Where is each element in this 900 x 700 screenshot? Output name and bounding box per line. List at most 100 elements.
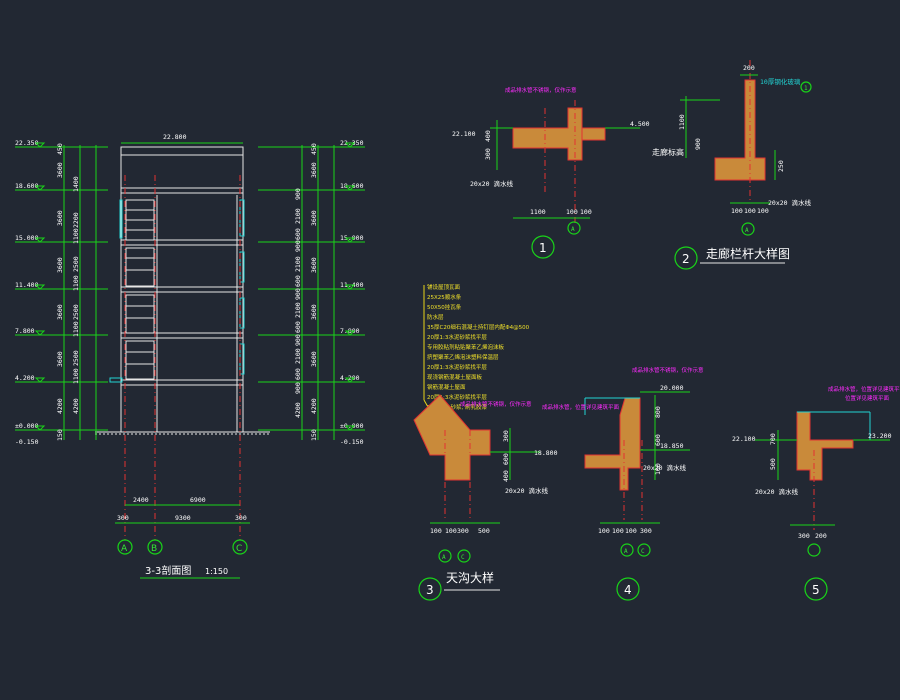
left-dim-outer-4: 3600 [56,257,64,273]
left-inner-dim-texts: 1400 2200 1100 2500 1100 2500 1100 2500 … [72,176,80,414]
window [239,297,245,329]
detail4-elev-bottom: 18.850 [660,442,684,450]
detail1-note: 成品排水管不锈钢，仅作示意 [505,86,577,94]
detail3-axis-label-c: C [461,554,465,561]
right-dim-inner-5: 2100 [294,256,302,272]
elev-marker [344,185,356,191]
left-elev-6: 4.200 [15,374,35,382]
detail3-layer-11: 钢筋混凝土屋面 [427,383,466,391]
elev-marker [344,425,356,431]
detail5-dim-v-2: 500 [769,458,777,470]
detail5-elev-right: 23.200 [868,432,892,440]
left-dim-inner-6: 2500 [72,304,80,320]
right-dim-outer-4: 3600 [310,257,318,273]
left-elev-3: 15.000 [15,234,39,242]
detail2-number: 2 [682,252,690,266]
detail3-layer-5: 35厚C20细石混凝土持钉层内配Φ4@500 [427,323,530,331]
slab-4 [120,286,244,293]
detail5-note: 成品排水管，位置详见建筑平面 [828,385,900,393]
detail4-number: 4 [624,583,632,597]
right-dim-inner-3: 600 [294,228,302,240]
elev-marker [34,284,46,290]
detail3-layer-6: 20厚1:3水泥砂浆找平层 [427,333,487,341]
right-dim-outer-7: 4200 [310,398,318,414]
detail3-layer-list: 铺设屋顶瓦面 25X25顺水条 50X50挂瓦条 防水层 35厚C20细石混凝土… [423,283,530,429]
detail2-axis-label: A [745,227,749,234]
detail4-note: 成品排水管不锈钢，仅作示意 [632,366,704,374]
section-title: 3-3剖面图 [145,564,191,577]
elev-marker [34,185,46,191]
detail2-dim-v-3: 250 [777,160,785,172]
slab-5 [120,239,244,246]
detail4-drip: 20x20 滴水线 [643,463,686,472]
left-dim-inner-8: 2500 [72,350,80,366]
elev-marker [344,142,356,148]
detail1-number-circle [531,235,555,259]
detail2-number-circle [674,246,698,270]
detail3-layer-3: 50X50挂瓦条 [427,303,462,311]
detail5-section [796,411,854,481]
detail1-axis-label: A [571,226,575,233]
canopy [109,377,123,383]
detail2-axis-bubble [741,222,755,236]
left-dim-inner-1: 1400 [72,176,80,192]
detail4-dim-v-2: 600 [654,434,662,446]
detail3-title: 天沟大样 [446,570,494,585]
detail3-dim-v-3: 400 [502,470,510,482]
detail1-dim-v-2: 300 [484,148,492,160]
detail4-dim-h-3: 100 [625,527,637,535]
left-dim-inner-9: 1100 [72,368,80,384]
bottom-dim-2: 6900 [190,496,206,504]
right-dim-inner-4: 900 [294,240,302,252]
slab-2 [120,379,244,386]
left-dim-outer-7: 4200 [56,398,64,414]
detail2-note: 10厚钢化玻璃 [760,77,801,86]
detail1-dim-v-1: 400 [484,130,492,142]
left-dim-outer-6: 3600 [56,351,64,367]
bottom-dim-4: 9300 [175,514,191,522]
detail3-dim-v-1: 300 [502,430,510,442]
left-dim-inner-3: 1100 [72,228,80,244]
detail5-axis-bubble [807,543,821,557]
detail-4: 100 100 100 300 800 600 100 20.000 18.85… [542,366,704,601]
left-dim-inner-4: 2500 [72,256,80,272]
detail5-note2: 位置详见建筑平面 [845,394,890,402]
left-dim-inner-10: 4200 [72,398,80,414]
detail5-dim-h-1: 300 [798,532,810,540]
detail3-axis-label-a: A [442,554,446,561]
detail1-dim-h-3: 100 [580,208,592,216]
right-dim-outer-5: 3600 [310,304,318,320]
detail3-layer-8: 挤塑聚苯乙烯泡沫塑料保温层 [427,353,499,361]
left-elev-8: -0.150 [15,438,39,446]
slab-3 [120,332,244,339]
detail2-dim-top-text: 200 [743,64,755,72]
stair-flights [125,199,155,380]
right-dim-inner-11: 2100 [294,348,302,364]
detail1-dim-h-1: 1100 [530,208,546,216]
detail1-elev-left: 22.100 [452,130,476,138]
elevation-markers [34,142,356,431]
detail3-layer-13: 10厚混合砂浆, 刷乳胶漆 [427,403,487,411]
elev-marker [344,284,356,290]
axis-bubble-c [232,539,248,555]
detail4-dim-h-4: 300 [640,527,652,535]
right-dim-inner-12: 600 [294,368,302,380]
detail-3: 铺设屋顶瓦面 25X25顺水条 50X50挂瓦条 防水层 35厚C20细石混凝土… [413,283,558,601]
elev-marker [34,237,46,243]
axis-label-c: C [236,544,242,554]
detail3-number-circle [418,577,442,601]
detail4-note2: 成品排水管，位置详见建筑平面 [542,403,620,411]
left-elev-1: 22.350 [15,139,39,147]
detail2-dim-v-1: 1100 [678,114,686,130]
elev-marker [34,330,46,336]
detail1-axis-bubble [567,221,581,235]
detail4-axis-bubble-a [620,543,634,557]
detail4-axis-bubble-c [637,543,651,557]
axis-bubble-b [147,539,163,555]
right-dim-inner-6: 600 [294,275,302,287]
right-dim-outer-3: 3600 [310,210,318,226]
right-dim-inner-1: 900 [294,188,302,200]
detail3-axis-bubble-c [457,549,471,563]
bottom-dim-1: 2400 [133,496,149,504]
